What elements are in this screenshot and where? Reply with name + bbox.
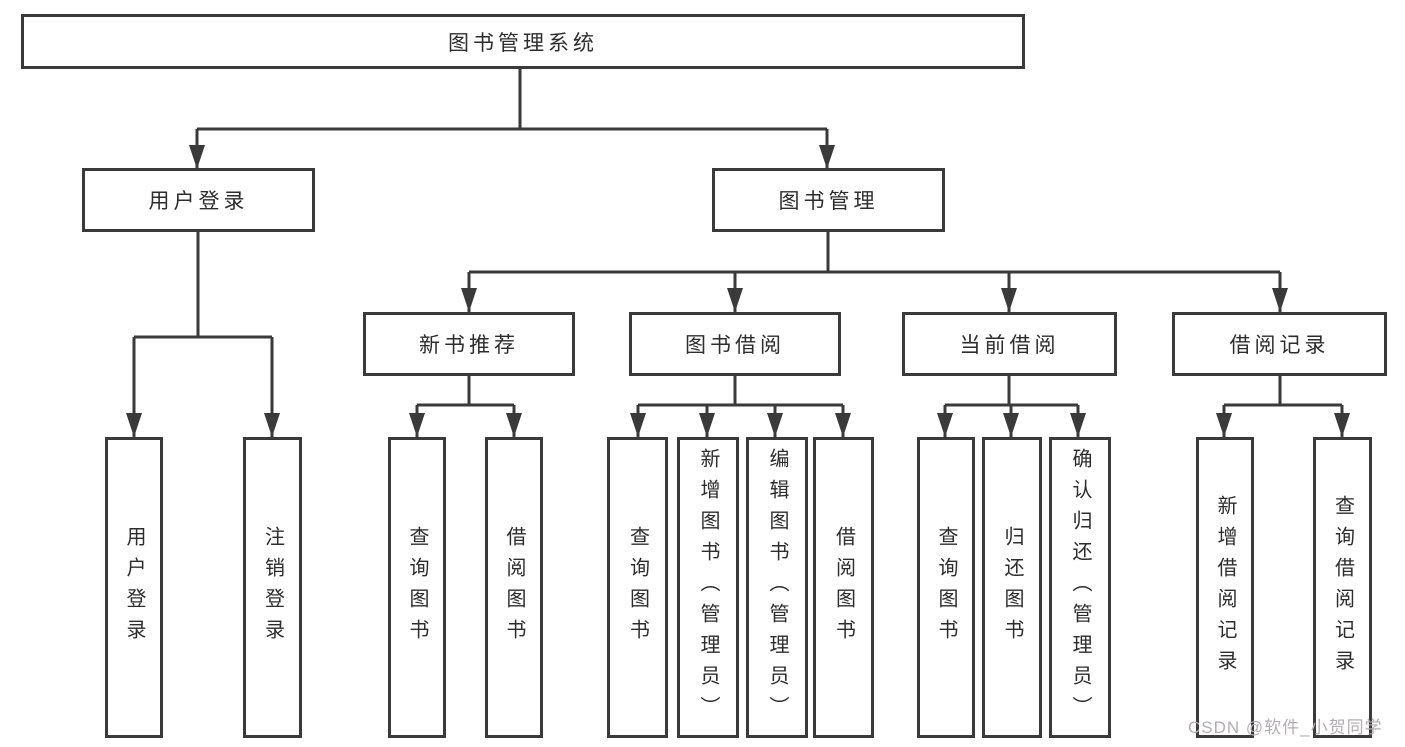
node-cb-confirm-return-admin: 确认归还（管理员） — [1049, 437, 1111, 738]
arrowhead — [1334, 413, 1350, 437]
node-bb-query-book: 查询图书 — [607, 437, 668, 738]
connector-user-login-children — [132, 232, 274, 437]
arrowhead — [409, 413, 425, 437]
node-bb-borrow-book: 借阅图书 — [813, 437, 874, 738]
arrowhead — [699, 413, 715, 437]
node-br-query-record: 查询借阅记录 — [1313, 437, 1372, 738]
arrowhead — [937, 413, 953, 437]
watermark: CSDN @软件_小贺同学 — [1188, 718, 1383, 737]
connector-root-to-level2 — [195, 69, 829, 169]
node-book-management: 图书管理 — [712, 168, 945, 232]
arrowhead — [126, 413, 142, 437]
node-cb-query-book: 查询图书 — [917, 437, 975, 738]
node-user-login-leaf: 用户登录 — [105, 437, 163, 738]
arrowhead — [835, 413, 851, 437]
arrowhead — [819, 145, 835, 169]
node-borrow-record: 借阅记录 — [1172, 312, 1387, 376]
node-new-book-recommend: 新书推荐 — [363, 312, 575, 376]
arrowhead — [264, 413, 280, 437]
node-cb-return-book: 归还图书 — [982, 437, 1042, 738]
arrowhead — [1003, 413, 1019, 437]
arrowhead — [727, 288, 743, 312]
node-nbr-query-book: 查询图书 — [388, 437, 446, 738]
node-nbr-borrow-book: 借阅图书 — [485, 437, 543, 738]
arrowhead — [1216, 413, 1232, 437]
node-book-borrow: 图书借阅 — [629, 312, 841, 376]
arrowhead — [506, 413, 522, 437]
connector-book-mgmt-to-level3 — [467, 232, 1282, 312]
node-bb-edit-book-admin: 编辑图书（管理员） — [746, 437, 808, 738]
arrowhead — [630, 413, 646, 437]
node-logout-leaf: 注销登录 — [243, 437, 302, 738]
node-br-add-record: 新增借阅记录 — [1196, 437, 1254, 738]
arrowheads — [126, 145, 1350, 437]
node-user-login: 用户登录 — [82, 168, 315, 232]
arrowhead — [1001, 288, 1017, 312]
node-root-system: 图书管理系统 — [21, 14, 1025, 69]
connector-book-borrow-children — [636, 376, 845, 437]
arrowhead — [767, 413, 783, 437]
connector-new-book-rec-children — [415, 376, 516, 437]
arrowhead — [1272, 288, 1288, 312]
node-bb-add-book-admin: 新增图书（管理员） — [677, 437, 739, 738]
arrowhead — [461, 288, 477, 312]
arrowhead — [1070, 413, 1086, 437]
arrowhead — [189, 145, 205, 169]
node-current-borrow: 当前借阅 — [902, 312, 1117, 376]
connector-borrow-record-children — [1222, 376, 1344, 437]
